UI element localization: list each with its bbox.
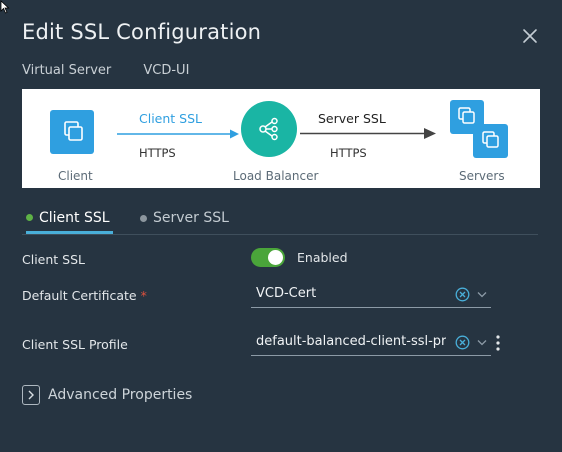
server-arrow-icon bbox=[300, 128, 436, 139]
tab-server-ssl[interactable]: Server SSL bbox=[140, 204, 229, 232]
servers-label: Servers bbox=[459, 169, 505, 183]
client-arrow-icon bbox=[117, 129, 239, 139]
advanced-properties-chevron bbox=[22, 385, 40, 405]
status-dot-icon bbox=[26, 214, 33, 221]
client-label: Client bbox=[58, 169, 93, 183]
client-ssl-profile-select[interactable]: default-balanced-client-ssl-profile bbox=[251, 331, 491, 356]
server-vm-icon bbox=[458, 107, 475, 124]
more-options-icon[interactable] bbox=[494, 334, 502, 352]
required-marker: * bbox=[140, 288, 147, 303]
virtual-server-label: Virtual Server bbox=[22, 63, 112, 78]
tab-label: Client SSL bbox=[39, 209, 110, 226]
ssl-flow-diagram: Client Client SSL HTTPS Load Balancer Se… bbox=[22, 89, 540, 188]
load-balancer-icon bbox=[259, 117, 278, 141]
clear-icon[interactable] bbox=[455, 287, 470, 302]
dialog-title: Edit SSL Configuration bbox=[22, 20, 262, 44]
default-certificate-value: VCD-Cert bbox=[256, 286, 317, 301]
advanced-properties-toggle[interactable]: Advanced Properties bbox=[22, 384, 192, 406]
close-icon[interactable] bbox=[520, 26, 540, 46]
server-ssl-connection-label: Server SSL bbox=[318, 111, 386, 126]
chevron-down-icon[interactable] bbox=[477, 291, 487, 298]
chevron-right-icon bbox=[28, 390, 34, 400]
default-certificate-label-text: Default Certificate bbox=[22, 288, 137, 303]
status-dot-icon bbox=[140, 214, 147, 222]
mouse-cursor-icon bbox=[0, 0, 10, 14]
tab-client-ssl[interactable]: Client SSL bbox=[26, 204, 113, 234]
load-balancer-node bbox=[241, 101, 297, 157]
virtual-server-value: VCD-UI bbox=[143, 63, 190, 78]
toggle-knob bbox=[268, 250, 283, 265]
client-ssl-connection-label: Client SSL bbox=[139, 111, 202, 126]
advanced-properties-label: Advanced Properties bbox=[48, 387, 193, 403]
client-vm-icon bbox=[64, 121, 83, 141]
server-node-2 bbox=[473, 124, 508, 158]
default-certificate-select[interactable]: VCD-Cert bbox=[251, 283, 491, 308]
clear-icon[interactable] bbox=[455, 335, 470, 350]
client-protocol-label: HTTPS bbox=[139, 146, 176, 160]
client-ssl-profile-value: default-balanced-client-ssl-profile bbox=[256, 334, 446, 349]
chevron-down-icon[interactable] bbox=[477, 339, 487, 346]
server-vm-icon bbox=[482, 131, 499, 148]
client-ssl-toggle[interactable] bbox=[251, 248, 285, 267]
dialog-subtitle: Virtual Server VCD-UI bbox=[22, 63, 189, 78]
default-certificate-label: Default Certificate* bbox=[22, 288, 147, 303]
client-node bbox=[50, 110, 94, 154]
server-protocol-label: HTTPS bbox=[330, 146, 367, 160]
client-ssl-label: Client SSL bbox=[22, 252, 85, 267]
ssl-tabs: Client SSL Server SSL bbox=[22, 204, 538, 235]
client-ssl-profile-label: Client SSL Profile bbox=[22, 337, 128, 352]
client-ssl-state: Enabled bbox=[297, 250, 348, 265]
load-balancer-label: Load Balancer bbox=[233, 169, 319, 183]
tab-label: Server SSL bbox=[153, 210, 229, 226]
